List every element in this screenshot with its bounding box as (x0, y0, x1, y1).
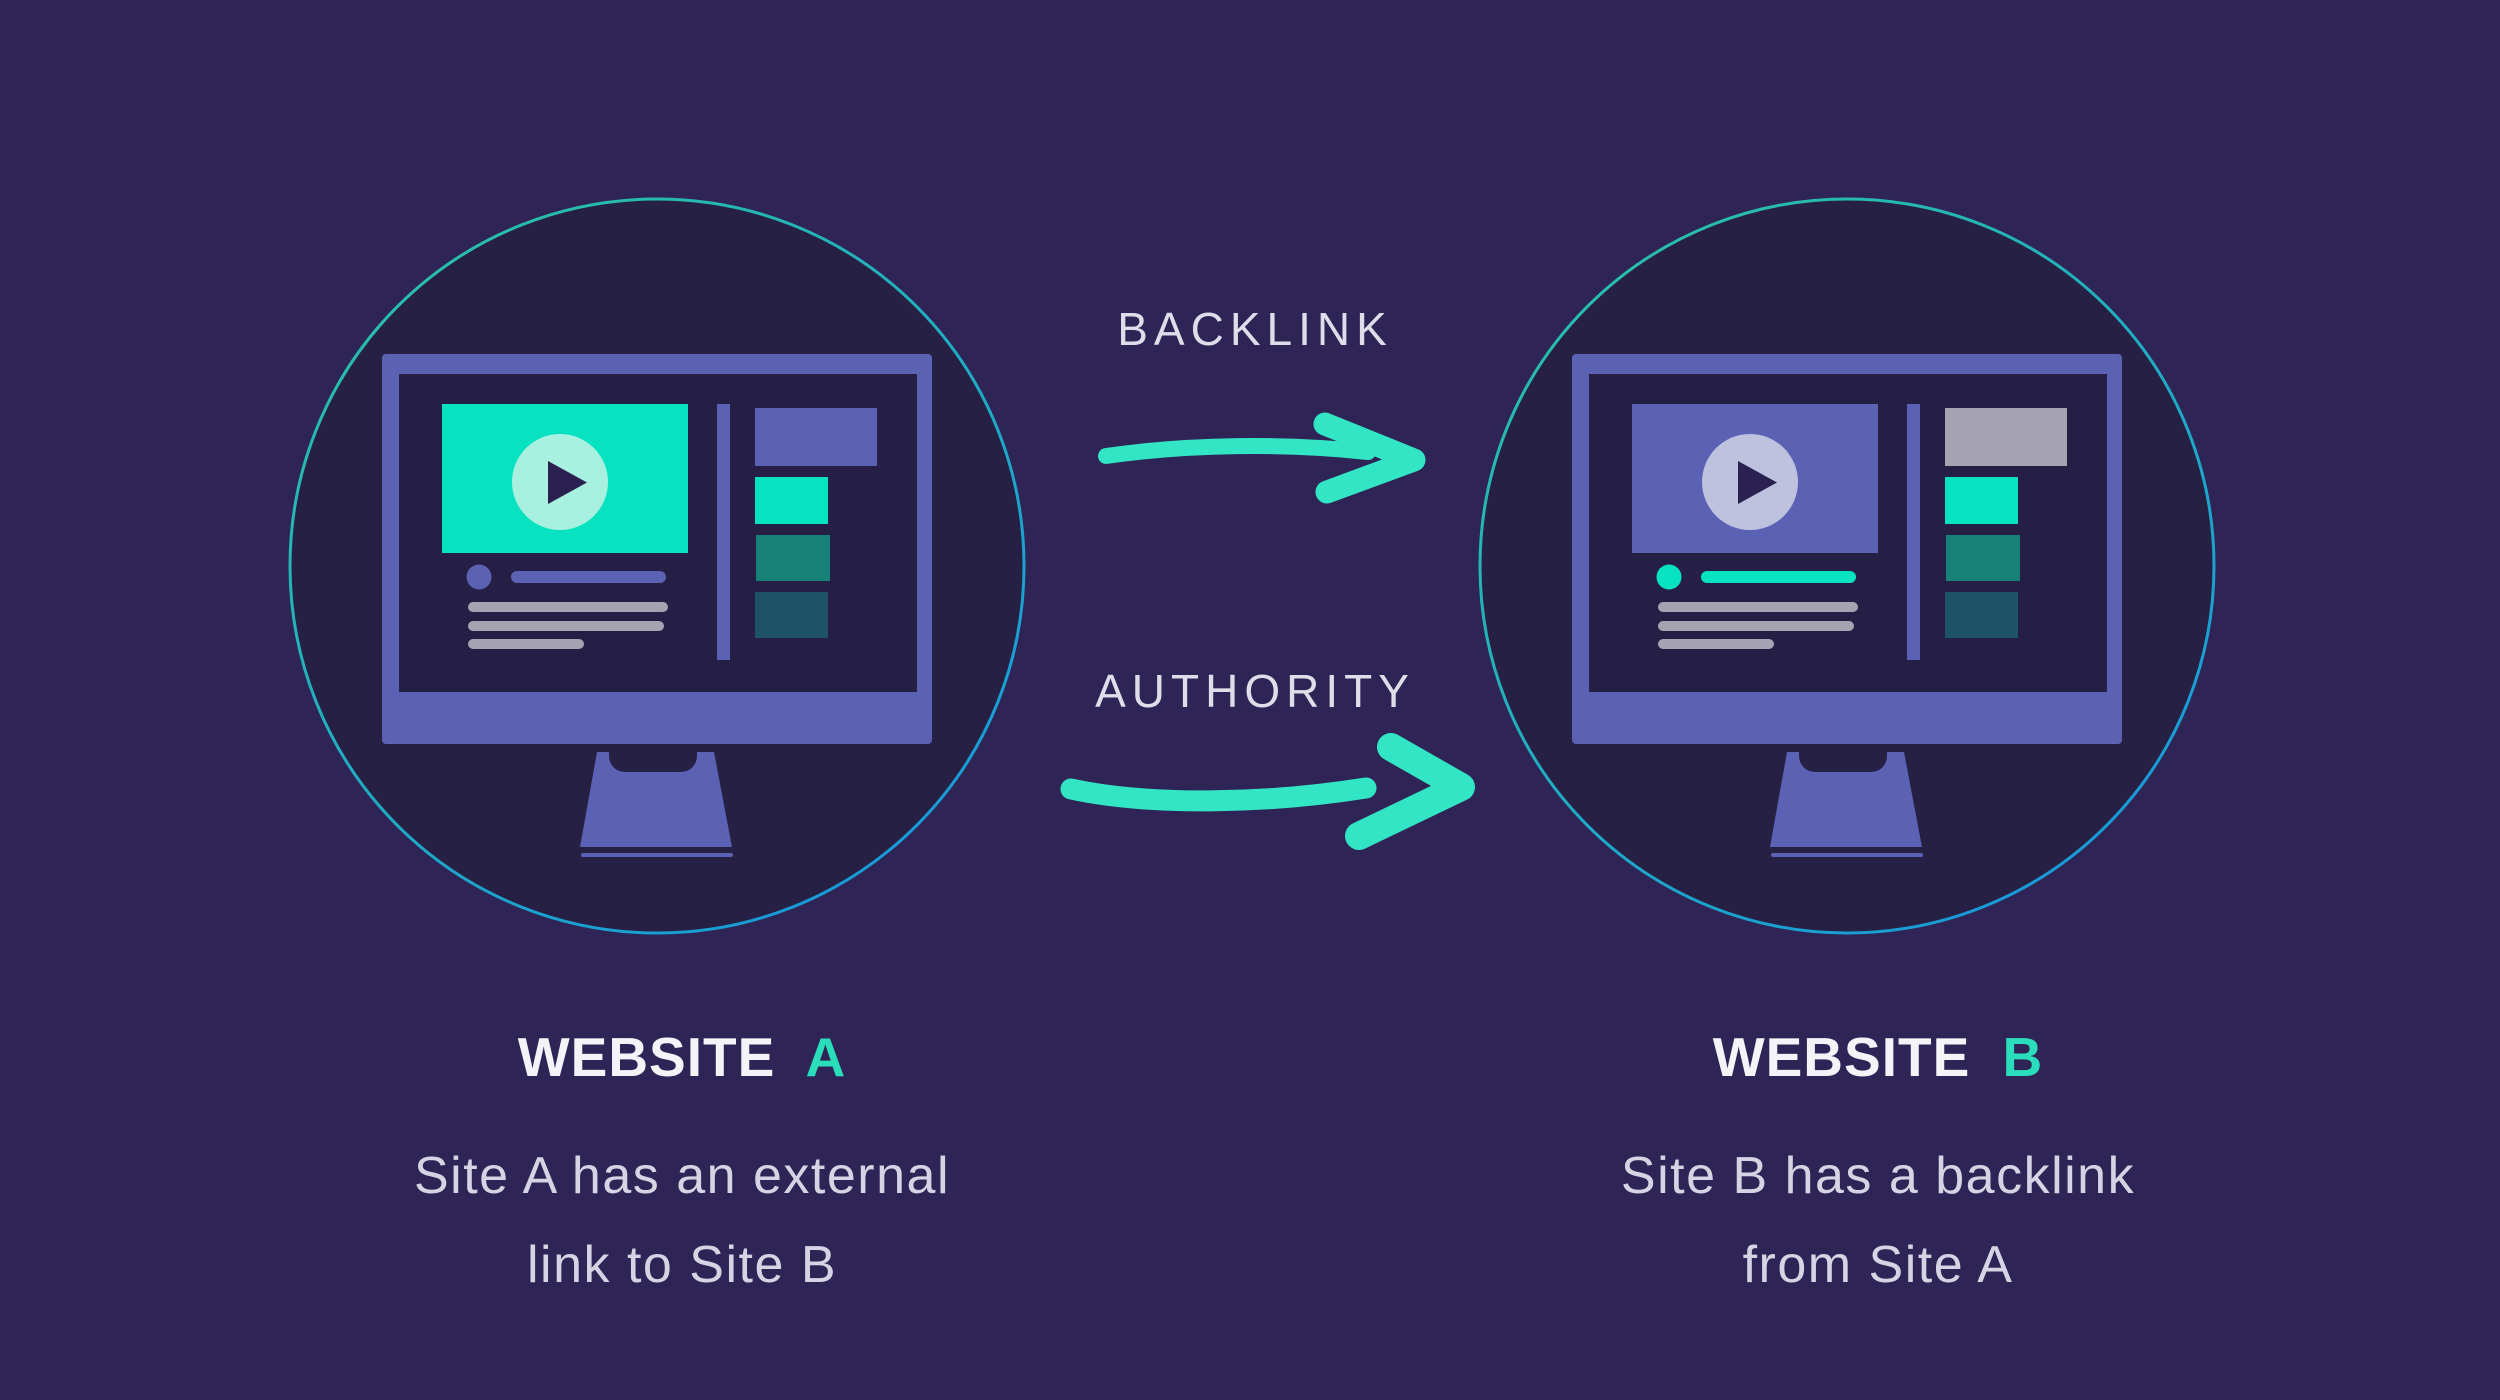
website-a-sidebar-block-4 (755, 592, 828, 638)
authority-arrow-icon (1060, 733, 1475, 850)
website-b-title: WEBSITE B (1713, 1026, 2044, 1088)
website-a-sidebar-block-2 (755, 477, 828, 524)
backlink-flow: BACKLINK (1098, 303, 1426, 504)
authority-label: AUTHORITY (1095, 665, 1415, 717)
website-b-group: WEBSITE B Site B has a backlink from Sit… (1478, 197, 2216, 1294)
website-a-byline-dot (466, 564, 492, 590)
backlink-arrow-head (1313, 412, 1426, 504)
authority-arrow-shaft (1060, 777, 1377, 812)
website-a-caption-line-2: link to Site B (527, 1236, 837, 1294)
website-b-byline-bar (1701, 571, 1856, 583)
website-b-sidebar-block-3 (1946, 535, 2020, 581)
website-a-caption-line-1: Site A has an external (414, 1147, 950, 1205)
backlink-arrow-icon (1098, 412, 1426, 504)
website-a-divider (717, 404, 730, 660)
website-a-text-line-3 (468, 639, 584, 649)
website-b-text-line-3 (1658, 639, 1774, 649)
website-b-stand-base (1771, 853, 1923, 857)
website-b-monitor-stand (1770, 752, 1922, 847)
website-b-monitor (1572, 354, 2122, 857)
website-a-byline-bar (511, 571, 666, 583)
website-b-play-icon (1738, 461, 1777, 504)
authority-arrow-head (1345, 733, 1475, 850)
backlink-label: BACKLINK (1117, 303, 1393, 355)
website-b-sidebar-block-2 (1945, 477, 2018, 524)
website-a-stand-base (581, 853, 733, 857)
website-b-sidebar-block-1 (1945, 408, 2067, 466)
website-a-text-line-1 (468, 602, 668, 612)
website-a-monitor-stand (580, 752, 732, 847)
website-a-group: WEBSITE A Site A has an external link to… (288, 197, 1026, 1294)
website-a-title: WEBSITE A (518, 1026, 847, 1088)
website-a-sidebar-block-1 (755, 408, 877, 466)
website-a-stand-notch (609, 752, 697, 772)
website-a-text-line-2 (468, 621, 664, 631)
website-a-sidebar-block-3 (756, 535, 830, 581)
authority-flow: AUTHORITY (1060, 665, 1475, 850)
website-b-sidebar-block-4 (1945, 592, 2018, 638)
website-b-text-line-2 (1658, 621, 1854, 631)
website-b-text-line-1 (1658, 602, 1858, 612)
website-a-play-icon (548, 461, 587, 504)
website-b-stand-notch (1799, 752, 1887, 772)
website-b-caption-line-2: from Site A (1743, 1236, 2014, 1294)
website-b-byline-dot (1656, 564, 1682, 590)
backlink-arrow-shaft (1098, 438, 1376, 464)
website-a-monitor (382, 354, 932, 857)
website-b-caption-line-1: Site B has a backlink (1621, 1147, 2135, 1205)
website-b-divider (1907, 404, 1920, 660)
